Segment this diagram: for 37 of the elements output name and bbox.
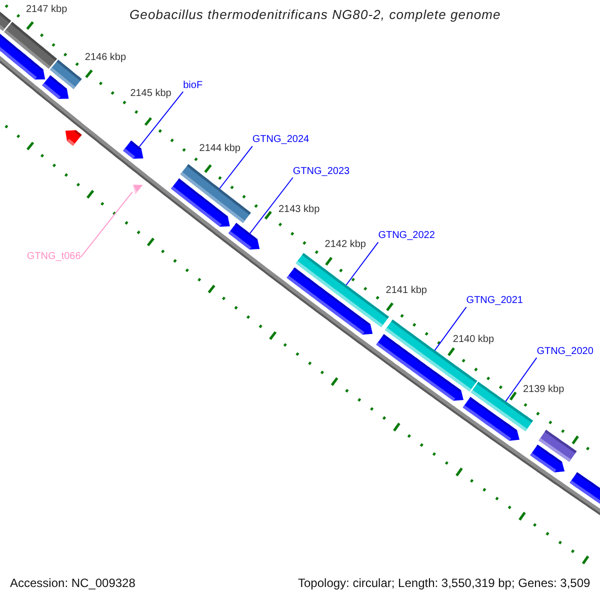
gene-label: GTNG_2020 <box>536 346 594 358</box>
scale-label: 2144 kbp <box>199 143 240 154</box>
triangle-marker <box>133 184 143 194</box>
accession-label: Accession: NC_009328 <box>10 577 136 591</box>
gene-block <box>462 396 520 441</box>
gene-block <box>286 267 373 335</box>
gene-block <box>228 222 260 250</box>
scale-label: 2140 kbp <box>452 334 494 346</box>
gene-label: GTNG_2024 <box>252 134 310 146</box>
map-title: Geobacillus thermodenitrificans NG80-2, complete genome <box>130 8 501 23</box>
scale-label: 2146 kbp <box>84 52 126 64</box>
gene-block <box>171 178 230 227</box>
leader-line <box>505 357 538 402</box>
gene-block <box>530 444 565 472</box>
scale-label: 2141 kbp <box>386 284 427 296</box>
genome-summary: Topology: circular; Length: 3,550,319 bp; Genes: 3,509 <box>298 577 590 591</box>
gene-label: GTNG_t066 <box>26 251 81 262</box>
leader-line <box>219 146 253 189</box>
gene-block <box>42 75 69 99</box>
scale-label: 2143 kbp <box>278 204 320 216</box>
leader-line <box>138 91 184 148</box>
gene-block <box>123 140 144 159</box>
leader-line <box>434 306 467 351</box>
leader-line <box>346 242 379 286</box>
leader-line <box>80 191 133 258</box>
gene-block <box>0 34 46 80</box>
gene-label: GTNG_2022 <box>378 230 435 242</box>
gene-label: GTNG_2021 <box>466 295 523 307</box>
scale-label: 2139 kbp <box>523 384 564 396</box>
leader-line <box>249 177 294 234</box>
gene-block <box>65 130 82 146</box>
scale-label: 2147 kbp <box>26 4 68 16</box>
scale-label: 2142 kbp <box>324 239 366 251</box>
scale-label: 2145 kbp <box>130 88 172 100</box>
gene-block <box>570 472 600 504</box>
gene-label: bioF <box>183 80 203 92</box>
gene-label: GTNG_2023 <box>292 166 350 177</box>
